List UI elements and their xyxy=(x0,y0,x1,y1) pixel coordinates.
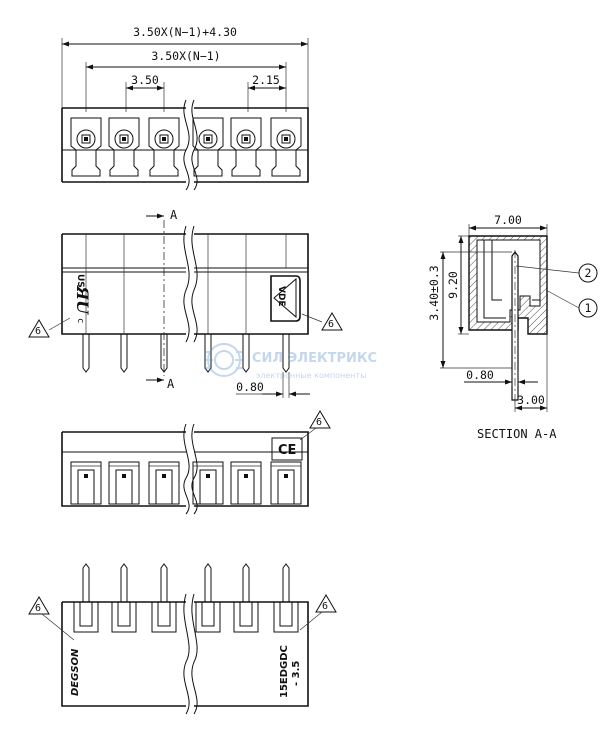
overall-length-label: 3.50X(N−1)+4.30 xyxy=(133,25,237,39)
callout-part-two: 2 xyxy=(515,263,598,283)
pin-offset-label: 3.00 xyxy=(517,393,545,407)
front-view: A A xyxy=(28,208,343,398)
callout-6-side-left: 6 xyxy=(28,596,75,641)
svg-text:2: 2 xyxy=(585,266,592,280)
overall-length-dimension: 3.50X(N−1)+4.30 xyxy=(61,25,309,108)
bottom-pin-sockets xyxy=(70,461,302,505)
bottom-view: CE 6 xyxy=(61,410,331,515)
ul-c-text: c xyxy=(75,318,85,323)
front-pins xyxy=(82,334,290,373)
svg-text:6: 6 xyxy=(322,601,328,612)
section-pin-width-label: 0.80 xyxy=(466,368,494,382)
pin-height-label: 3.40±0.3 xyxy=(427,265,441,320)
vde-mark: VDE xyxy=(270,275,301,322)
callout-6-front-left: 6 xyxy=(28,317,71,338)
ce-text: CE xyxy=(278,443,296,458)
side-view: DEGSON 15EDGDC - 3.5 6 6 xyxy=(28,563,337,715)
pin-width-dimension: 0.80 xyxy=(236,372,310,398)
end-offset-dimension: 2.15 xyxy=(247,73,286,112)
top-view: 3.50X(N−1)+4.30 3.50X(N−1) 3.50 2.15 xyxy=(61,25,309,191)
section-marker-bottom: A xyxy=(167,377,175,391)
ul-us-text: US xyxy=(75,274,85,288)
watermark-subtitle: электронные компоненты xyxy=(256,371,366,380)
side-pins xyxy=(73,563,299,633)
ce-mark: CE xyxy=(271,437,303,461)
ul-logo-icon: ЯU xyxy=(73,285,92,315)
section-height-label: 9.20 xyxy=(446,271,460,299)
watermark-logo-icon xyxy=(204,343,244,377)
terminal-slots xyxy=(70,117,302,177)
svg-text:6: 6 xyxy=(328,319,334,330)
section-title: SECTION A-A xyxy=(477,427,557,441)
svg-text:6: 6 xyxy=(316,417,322,428)
model-line-2: - 3.5 xyxy=(291,661,302,686)
vde-text: VDE xyxy=(276,286,286,307)
svg-text:1: 1 xyxy=(585,301,592,315)
callout-6-front-right: 6 xyxy=(301,312,343,331)
pitch-span-dimension: 3.50X(N−1) xyxy=(85,49,287,112)
ul-mark: US c ЯU xyxy=(73,274,92,323)
pitch-span-label: 3.50X(N−1) xyxy=(151,49,220,63)
brand-text: DEGSON xyxy=(70,648,81,696)
svg-text:6: 6 xyxy=(35,603,41,614)
callout-6-ce: 6 xyxy=(299,410,331,441)
end-offset-label: 2.15 xyxy=(252,73,280,87)
section-marker-top: A xyxy=(170,208,178,222)
pin-width-label: 0.80 xyxy=(236,380,264,394)
watermark-title: СИЛ ЭЛЕКТРИКС xyxy=(252,351,377,366)
watermark: СИЛ ЭЛЕКТРИКС электронные компоненты xyxy=(204,343,377,380)
pitch-dimension: 3.50 xyxy=(125,73,165,112)
section-width-label: 7.00 xyxy=(494,213,522,227)
pitch-label: 3.50 xyxy=(131,73,159,87)
callout-6-side-right: 6 xyxy=(299,594,337,631)
model-line-1: 15EDGDC xyxy=(279,645,290,698)
section-view: 7.00 9.20 3.40±0.3 0.80 3.00 xyxy=(427,213,598,441)
callout-part-one: 1 xyxy=(545,289,598,318)
svg-text:6: 6 xyxy=(35,326,41,337)
